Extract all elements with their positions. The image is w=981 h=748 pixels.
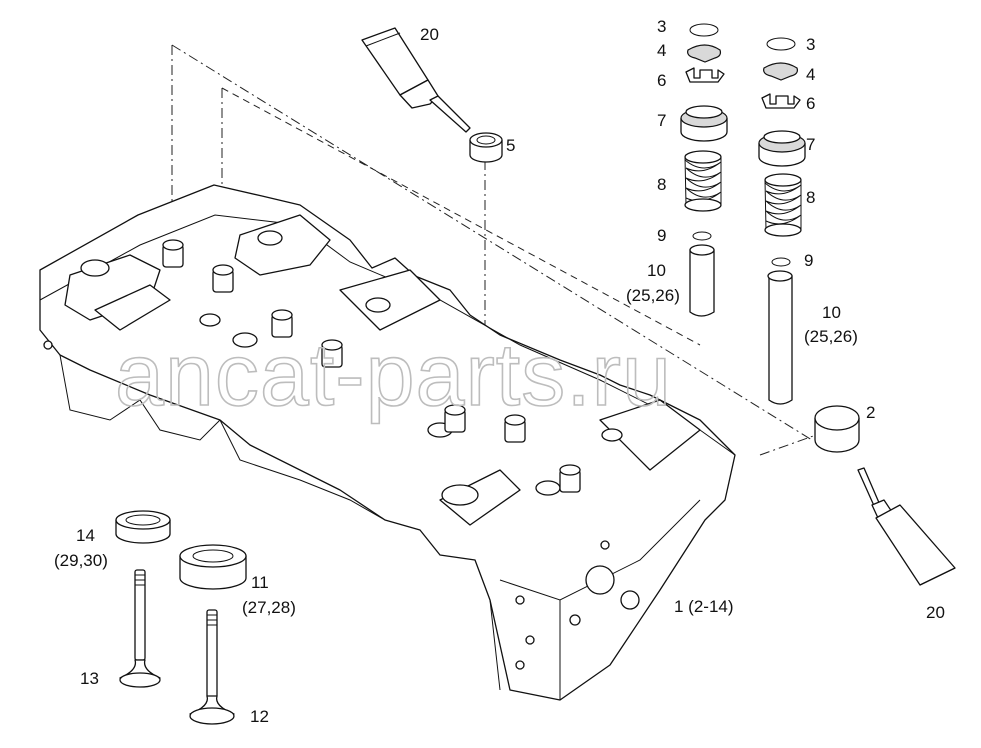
callout-4-left: 4 bbox=[657, 41, 666, 60]
callout-6-right: 6 bbox=[806, 94, 815, 113]
cylinder-head bbox=[39, 184, 736, 701]
callout-3-left: 3 bbox=[657, 17, 666, 36]
callout-20-right: 20 bbox=[926, 603, 945, 622]
callout-9-left: 9 bbox=[657, 226, 666, 245]
expansion-plug-2 bbox=[814, 405, 860, 453]
callout-10-right-sub: (25,26) bbox=[804, 327, 858, 346]
callout-10-left: 10 bbox=[647, 261, 666, 280]
callout-14-sub: (29,30) bbox=[54, 551, 108, 570]
intake-valve-12 bbox=[189, 609, 235, 725]
sealant-tube-top bbox=[361, 27, 471, 133]
callout-1: 1 (2-14) bbox=[674, 597, 734, 616]
callout-3-right: 3 bbox=[806, 35, 815, 54]
valve-seat-insert-14 bbox=[115, 510, 171, 544]
valve-stem-seal-5 bbox=[469, 132, 503, 163]
callout-8-right: 8 bbox=[806, 188, 815, 207]
sealant-tube-right bbox=[857, 467, 956, 586]
valve-spring-left bbox=[684, 150, 722, 212]
callout-10-right: 10 bbox=[822, 303, 841, 322]
callout-20-top: 20 bbox=[420, 25, 439, 44]
valve-spring-right bbox=[764, 173, 802, 237]
callout-11: 11 bbox=[251, 573, 269, 592]
valve-train-stack-right bbox=[758, 37, 806, 405]
valve-train-stack-left bbox=[680, 23, 728, 317]
callout-12: 12 bbox=[250, 707, 269, 726]
callout-14: 14 bbox=[76, 526, 95, 545]
callout-4-right: 4 bbox=[806, 65, 815, 84]
callout-10-left-sub: (25,26) bbox=[626, 286, 680, 305]
callout-5: 5 bbox=[506, 136, 515, 155]
callout-9-right: 9 bbox=[804, 251, 813, 270]
callout-13: 13 bbox=[80, 669, 99, 688]
callout-8-left: 8 bbox=[657, 175, 666, 194]
callout-7-right: 7 bbox=[806, 135, 815, 154]
callout-labels: 20 5 3 4 6 7 8 9 10 (25,26) 3 4 6 7 8 9 … bbox=[54, 17, 945, 726]
callout-7-left: 7 bbox=[657, 111, 666, 130]
valve-seat-insert-11 bbox=[179, 544, 247, 590]
exhaust-valve-13 bbox=[119, 569, 161, 688]
callout-11-sub: (27,28) bbox=[242, 598, 296, 617]
callout-6-left: 6 bbox=[657, 71, 666, 90]
watermark-text: ancat-parts.ru bbox=[115, 325, 672, 424]
installed-valve-springs bbox=[162, 239, 581, 493]
callout-2: 2 bbox=[866, 403, 875, 422]
